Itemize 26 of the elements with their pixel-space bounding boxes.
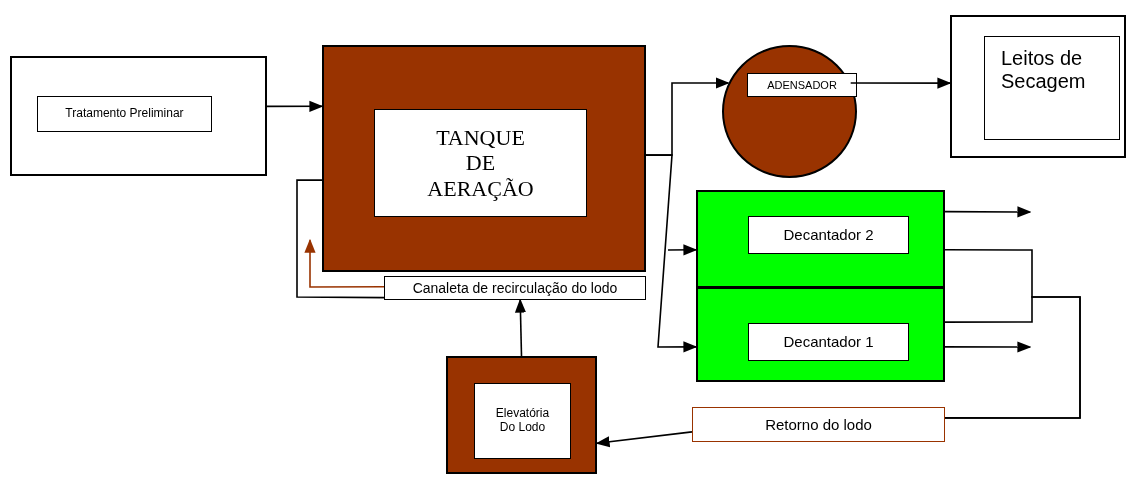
thickener-label: ADENSADOR — [747, 73, 857, 97]
arrow — [266, 100, 324, 112]
pump-station-label: Elevatória Do Lodo — [474, 383, 571, 459]
channel-box: Canaleta de recirculação do lodo — [384, 276, 646, 300]
tank-block — [322, 45, 646, 272]
process-label: Tratamento Preliminar — [37, 96, 212, 132]
settler-label: Decantador 2 — [748, 216, 909, 254]
connector-line — [296, 179, 385, 299]
process-frame — [10, 56, 267, 176]
drying-bed-frame — [950, 15, 1126, 158]
arrow — [667, 244, 698, 256]
return-box: Retorno do lodo — [692, 407, 945, 442]
settler-block — [696, 287, 945, 382]
settler-label: Decantador 1 — [748, 323, 909, 361]
arrow — [645, 154, 698, 353]
connector-line — [944, 296, 1081, 419]
settler-block — [696, 190, 945, 288]
arrow — [944, 206, 1032, 218]
arrow — [849, 77, 952, 89]
tank-label: TANQUE DE AERAÇÃO — [374, 109, 587, 217]
arrow — [944, 341, 1032, 353]
pump-station-block — [446, 356, 597, 474]
arrow — [595, 431, 693, 448]
drying-bed-label: Leitos de Secagem — [984, 36, 1120, 140]
arrow — [304, 238, 385, 288]
arrow — [514, 298, 527, 357]
